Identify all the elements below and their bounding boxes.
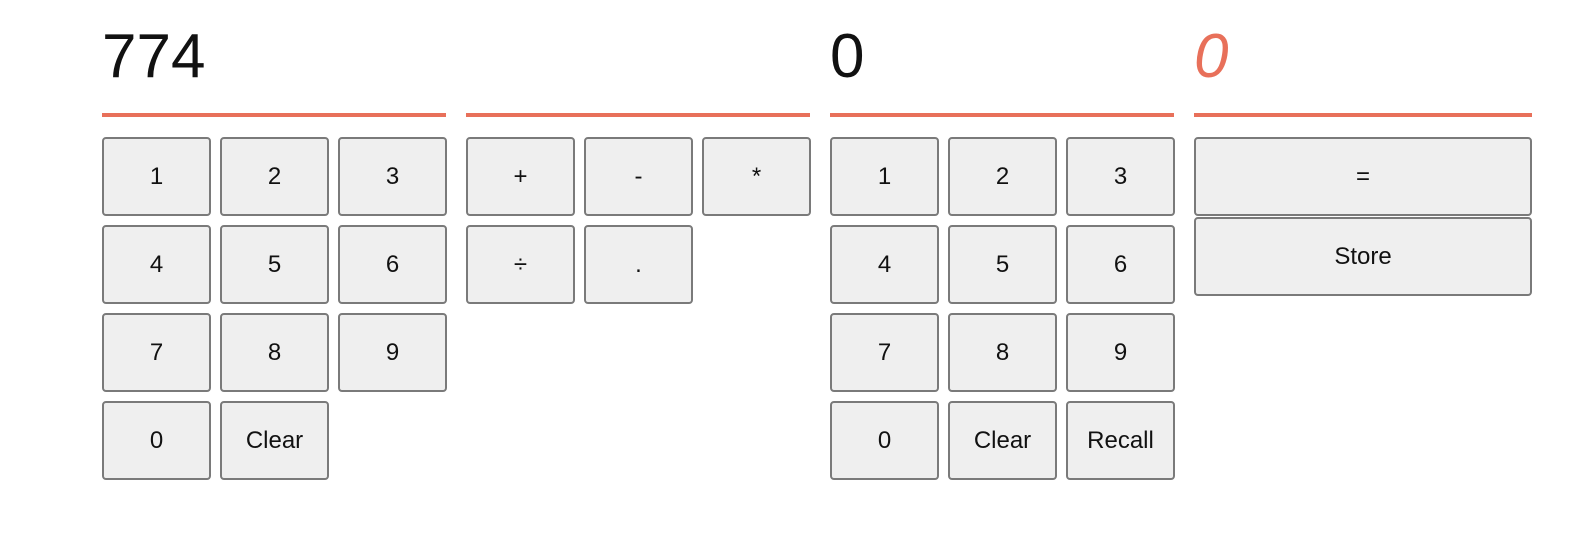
equals-button[interactable]: = <box>1194 137 1532 216</box>
operand1-key-9[interactable]: 9 <box>338 313 447 392</box>
result-actions: = Store <box>1194 137 1532 296</box>
operand2-key-1[interactable]: 1 <box>830 137 939 216</box>
store-button[interactable]: Store <box>1194 217 1532 296</box>
operand2-keypad: 1 2 3 4 5 6 7 8 9 0 Clear Recall <box>830 137 1175 480</box>
result-display: 0 <box>1194 22 1229 91</box>
operand2-key-0[interactable]: 0 <box>830 401 939 480</box>
operand2-display: 0 <box>830 22 865 91</box>
operand1-keypad: 1 2 3 4 5 6 7 8 9 0 Clear <box>102 137 447 480</box>
plus-button[interactable]: + <box>466 137 575 216</box>
result-divider <box>1194 113 1532 117</box>
operand1-key-1[interactable]: 1 <box>102 137 211 216</box>
operators-keypad: + - * ÷ . <box>466 137 811 304</box>
operand2-key-8[interactable]: 8 <box>948 313 1057 392</box>
operand2-key-5[interactable]: 5 <box>948 225 1057 304</box>
operand1-key-8[interactable]: 8 <box>220 313 329 392</box>
operand2-divider <box>830 113 1174 117</box>
operand2-key-3[interactable]: 3 <box>1066 137 1175 216</box>
minus-button[interactable]: - <box>584 137 693 216</box>
operand1-key-5[interactable]: 5 <box>220 225 329 304</box>
operand1-display: 774 <box>102 22 206 91</box>
operators-divider <box>466 113 810 117</box>
operand1-key-2[interactable]: 2 <box>220 137 329 216</box>
operand1-key-7[interactable]: 7 <box>102 313 211 392</box>
multiply-button[interactable]: * <box>702 137 811 216</box>
recall-button[interactable]: Recall <box>1066 401 1175 480</box>
operand2-key-4[interactable]: 4 <box>830 225 939 304</box>
operand2-key-9[interactable]: 9 <box>1066 313 1175 392</box>
operand1-key-3[interactable]: 3 <box>338 137 447 216</box>
operand2-key-7[interactable]: 7 <box>830 313 939 392</box>
operand2-clear-button[interactable]: Clear <box>948 401 1057 480</box>
operand1-key-0[interactable]: 0 <box>102 401 211 480</box>
operand2-key-2[interactable]: 2 <box>948 137 1057 216</box>
operand1-divider <box>102 113 446 117</box>
operand1-key-6[interactable]: 6 <box>338 225 447 304</box>
operand2-key-6[interactable]: 6 <box>1066 225 1175 304</box>
divide-button[interactable]: ÷ <box>466 225 575 304</box>
operand1-key-4[interactable]: 4 <box>102 225 211 304</box>
decimal-button[interactable]: . <box>584 225 693 304</box>
operand1-clear-button[interactable]: Clear <box>220 401 329 480</box>
